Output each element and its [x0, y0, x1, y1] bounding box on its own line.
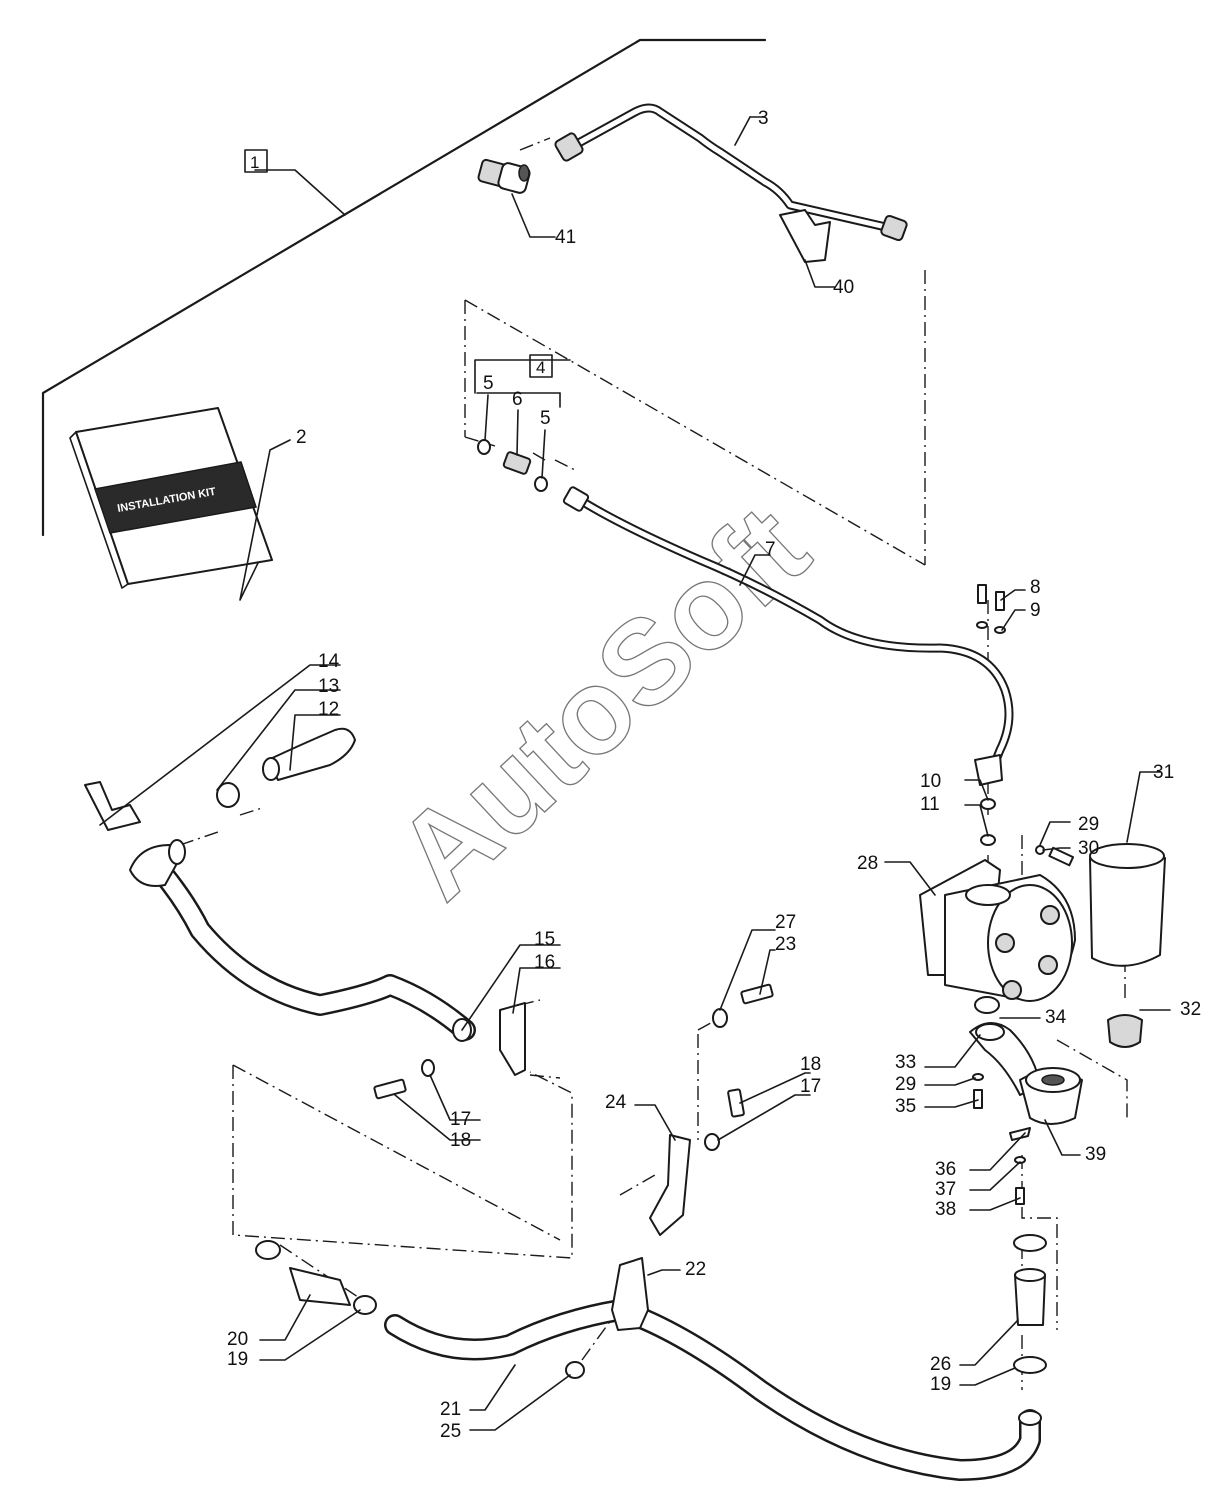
callout-39: 39 [1085, 1144, 1106, 1165]
lower-pipe-item-21 [384, 1299, 1042, 1481]
callout-35: 35 [895, 1096, 916, 1117]
clip-item-40 [779, 209, 831, 263]
hose-item-12 [262, 727, 356, 781]
callout-4: 4 [536, 358, 545, 377]
callout-16: 16 [534, 952, 555, 973]
callout-8: 8 [1030, 577, 1041, 598]
clamp-item-13 [216, 782, 240, 808]
callout-20: 20 [227, 1329, 248, 1350]
callout-32: 32 [1180, 999, 1201, 1020]
callout-17a: 17 [450, 1109, 471, 1130]
adapter-item-32 [1107, 1014, 1143, 1048]
leader-lines [99, 116, 1171, 1431]
fasteners-items-36-38 [1009, 1127, 1031, 1205]
callout-34: 34 [1045, 1007, 1067, 1028]
bolts-items-8-9 [976, 584, 1006, 634]
callout-9: 9 [1030, 600, 1041, 621]
callout-15: 15 [534, 929, 555, 950]
callout-26: 26 [930, 1354, 951, 1375]
connector-item-20 [255, 1240, 377, 1315]
callout-18a: 18 [450, 1130, 471, 1151]
plug-item-25 [565, 1361, 585, 1379]
callout-22: 22 [685, 1259, 706, 1280]
pipe-item-3 [554, 103, 908, 242]
tube-item-7 [562, 486, 1014, 786]
callout-37: 37 [935, 1179, 956, 1200]
callout-29a: 29 [1078, 814, 1099, 835]
pump-item-28 [919, 859, 1076, 1002]
installation-kit-booklet: INSTALLATION KIT [69, 407, 273, 589]
filter-item-31 [1089, 843, 1166, 967]
callout-38: 38 [935, 1199, 956, 1220]
elbow-housing-item-33 [969, 996, 1083, 1125]
callout-40: 40 [833, 277, 854, 298]
callout-13: 13 [318, 676, 339, 697]
callout-5b: 5 [540, 408, 551, 429]
callout-14: 14 [318, 651, 340, 672]
callout-box-4 [529, 354, 553, 378]
callout-11: 11 [920, 794, 940, 815]
callout-23: 23 [775, 934, 796, 955]
watermark: AutoSoft [371, 481, 833, 924]
callout-5a: 5 [483, 373, 494, 394]
kit-outline [41, 38, 767, 537]
bracket-item-24 [649, 1134, 691, 1236]
bracket-item-14 [84, 781, 141, 831]
callout-21: 21 [440, 1399, 461, 1420]
upper-pipe-item-15 [129, 839, 476, 1042]
washers-items-10-11 [980, 798, 996, 846]
callout-box-1 [244, 149, 268, 173]
callout-36: 36 [935, 1159, 956, 1180]
callout-30: 30 [1078, 838, 1099, 859]
callout-27: 27 [775, 912, 796, 933]
callout-24: 24 [605, 1092, 627, 1113]
callout-41: 41 [555, 227, 576, 248]
callout-25: 25 [440, 1421, 461, 1442]
callout-12: 12 [318, 699, 339, 720]
bolt-item-18b [704, 1088, 745, 1151]
sleeve-item-26 [1013, 1234, 1047, 1374]
bolt-item-18 [373, 1059, 435, 1100]
callout-2: 2 [296, 427, 307, 448]
bracket-item-16 [499, 1002, 526, 1076]
callout-1: 1 [250, 153, 259, 172]
callout-3: 3 [758, 108, 769, 129]
bolt-item-35 [972, 1073, 984, 1109]
callout-6: 6 [512, 389, 523, 410]
fitting-item-6 [477, 439, 548, 492]
callout-28: 28 [857, 853, 878, 874]
callout-7: 7 [765, 539, 776, 560]
callout-33: 33 [895, 1052, 916, 1073]
callout-19a: 19 [227, 1349, 248, 1370]
bracket-item-22 [611, 1257, 649, 1331]
callout-29b: 29 [895, 1074, 916, 1095]
callout-18b: 18 [800, 1054, 821, 1075]
callout-19b: 19 [930, 1374, 951, 1395]
elbow-fitting-item-41 [477, 158, 531, 194]
callout-17b: 17 [800, 1076, 821, 1097]
callout-10: 10 [920, 771, 941, 792]
callout-31: 31 [1153, 762, 1174, 783]
bolt-item-23 [712, 983, 774, 1028]
